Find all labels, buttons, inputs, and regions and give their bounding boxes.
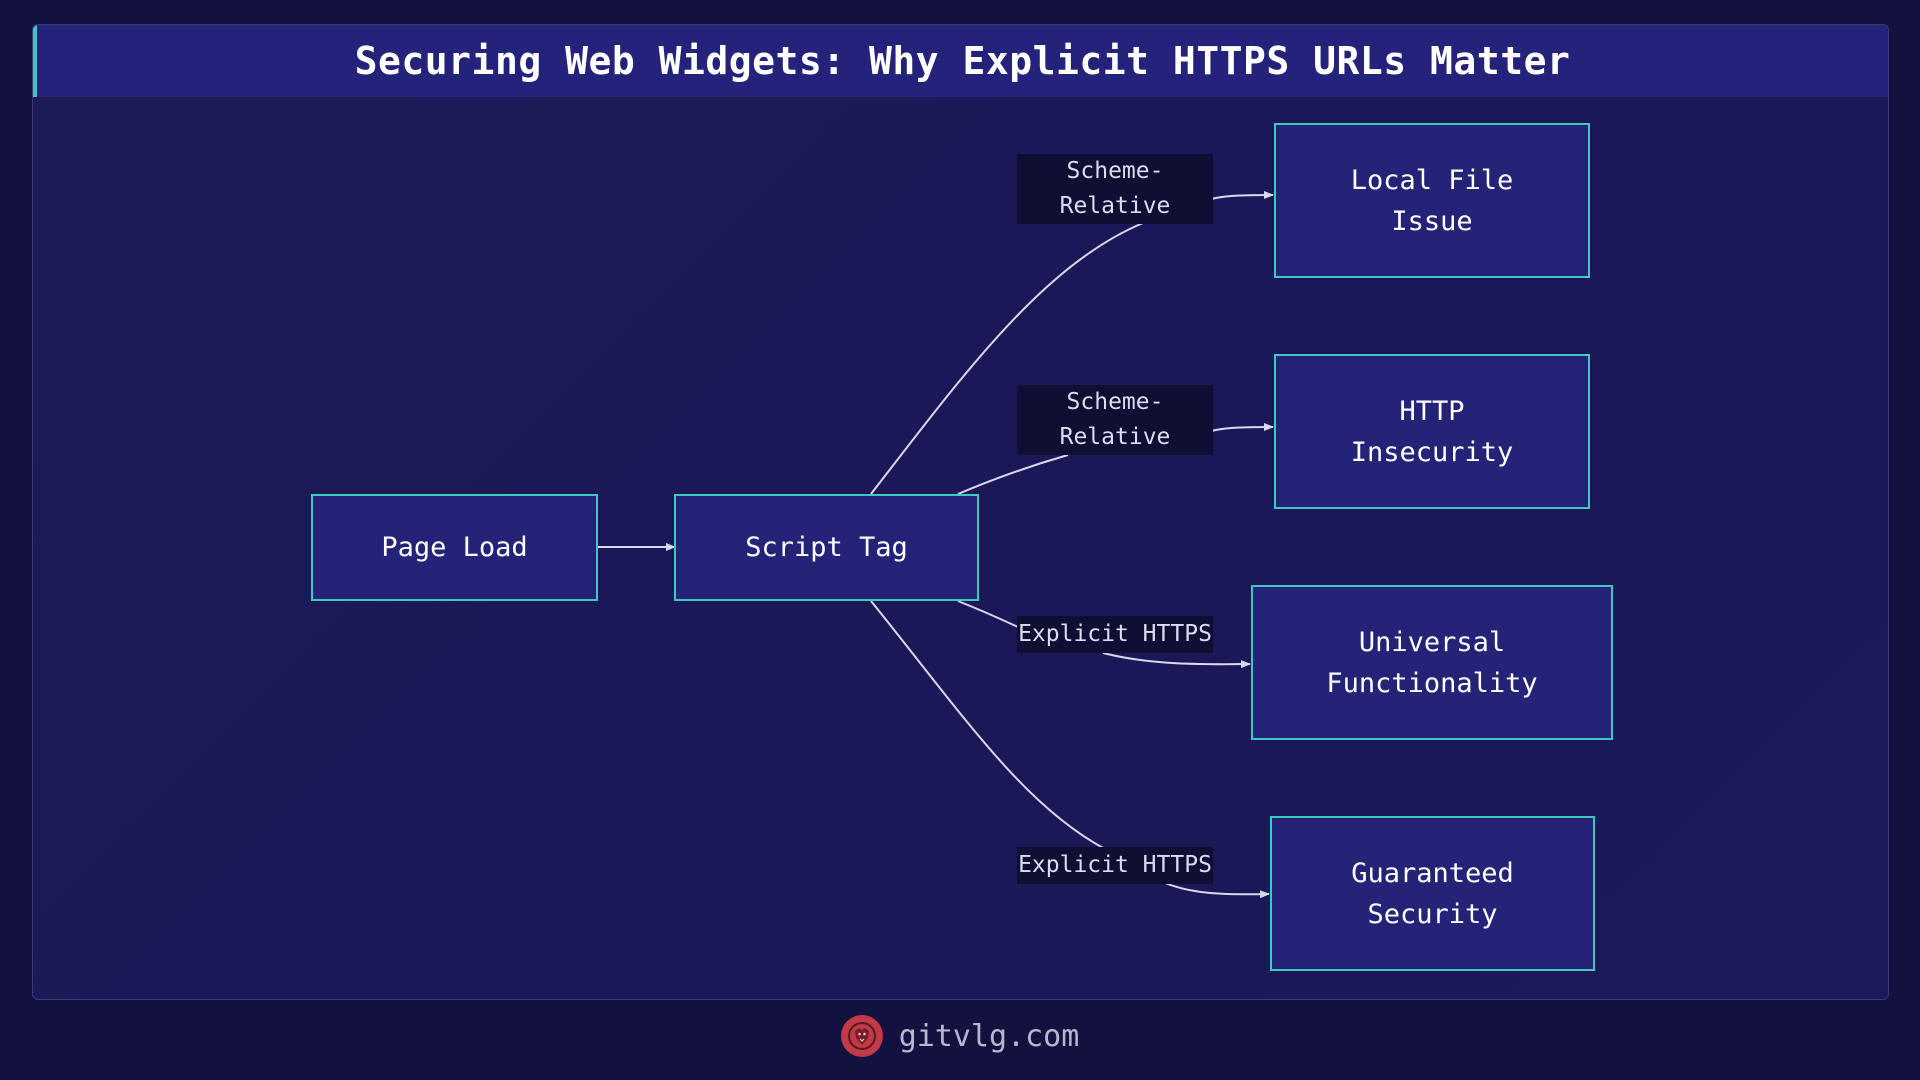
edge-to-guaranteed [870,600,1106,850]
edge-to-http-insecurity-arrow [1210,423,1274,432]
diagram-connectors [598,191,1274,899]
node-universal-functionality: Universal Functionality [1251,585,1613,740]
edge-label-scheme-relative-1: Scheme- Relative [1017,154,1213,224]
edge-to-local-file [870,222,1144,495]
edge-to-universal-arrow [1102,652,1251,669]
node-guaranteed-security: Guaranteed Security [1270,816,1595,971]
title-bar: Securing Web Widgets: Why Explicit HTTPS… [33,25,1888,97]
edge-label-scheme-relative-2: Scheme- Relative [1017,385,1213,455]
edge-to-local-file-arrow [1210,191,1274,200]
lion-logo-icon [840,1015,883,1057]
edge-label-explicit-https-1: Explicit HTTPS [1017,616,1213,653]
edge-label-explicit-https-2: Explicit HTTPS [1017,847,1213,884]
edge-to-guaranteed-arrow [1164,882,1270,899]
diagram-panel: Securing Web Widgets: Why Explicit HTTPS… [32,24,1889,1000]
edge-to-http-insecurity [957,454,1069,495]
footer-site-link[interactable]: gitvlg.com [898,1018,1080,1054]
node-script-tag: Script Tag [674,494,979,601]
footer: gitvlg.com [0,1010,1920,1062]
node-local-file-issue: Local File Issue [1274,123,1590,278]
node-http-insecurity: HTTP Insecurity [1274,354,1590,509]
node-page-load: Page Load [311,494,598,601]
edge-to-universal [957,600,1019,628]
diagram-title: Securing Web Widgets: Why Explicit HTTPS… [354,39,1571,83]
